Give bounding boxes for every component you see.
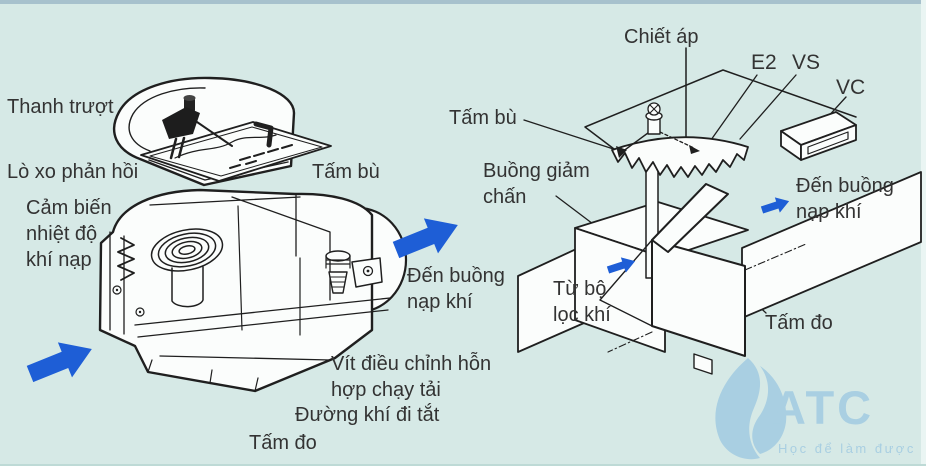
flow-arrow-icon [606, 257, 636, 274]
watermark-flame-icon [715, 358, 787, 460]
label-terminal-vc: VC [836, 76, 866, 99]
label-line: nạp khí [407, 291, 473, 313]
label-compensation-plate-right: Tấm bù [449, 107, 517, 129]
watermark-tagline: Học để làm được [778, 441, 916, 456]
label-damping-chamber: Buồng giảm chấn [483, 158, 590, 210]
label-idle-mixture-screw: Vít điều chỉnh hỗn hợp chạy tải [331, 351, 491, 403]
label-line: chấn [483, 186, 527, 208]
label-line: Vít điều chỉnh hỗn [331, 353, 492, 375]
potentiometer-cover-drawing [113, 76, 332, 187]
right-border-strip [921, 0, 926, 466]
label-line: nhiệt độ [26, 223, 98, 245]
schematic-drawing [517, 47, 922, 375]
top-border-strip [0, 0, 926, 4]
label-terminal-e2: E2 [751, 51, 777, 74]
label-line: lọc khí [553, 304, 611, 326]
label-compensation-plate-left: Tấm bù [312, 161, 380, 183]
label-return-spring: Lò xo phản hồi [7, 161, 139, 183]
label-line: Đến buồng [407, 265, 505, 287]
label-line: Buồng giảm [483, 160, 590, 182]
label-measuring-plate-left: Tấm đo [249, 432, 317, 454]
label-to-intake-chamber-right: Đến buồng nạp khí [796, 173, 894, 225]
watermark-brand-text: ATC [772, 381, 875, 434]
label-slider-track: Thanh trượt [7, 96, 114, 118]
label-measuring-plate-right: Tấm đo [765, 312, 833, 334]
label-line: Đến buồng [796, 175, 894, 197]
label-line: khí nạp [26, 249, 92, 271]
label-line: Cảm biến [26, 197, 112, 219]
label-terminal-vs: VS [792, 51, 821, 74]
flow-arrow-icon [392, 218, 458, 259]
airflow-meter-cutaway-drawing [98, 188, 408, 393]
label-bypass-passage: Đường khí đi tắt [295, 404, 440, 426]
label-line: Từ bộ [553, 278, 607, 300]
label-line: hợp chạy tải [331, 379, 441, 401]
label-to-intake-chamber-left: Đến buồng nạp khí [407, 263, 505, 315]
flow-arrow-icon [760, 197, 790, 214]
bottom-border-strip [0, 464, 926, 466]
flow-arrow-icon [26, 342, 92, 383]
label-from-air-filter: Từ bộ lọc khí [553, 276, 611, 328]
label-potentiometer: Chiết áp [624, 26, 699, 48]
label-line: nạp khí [796, 201, 862, 223]
label-intake-temp-sensor: Cảm biến nhiệt độ khí nạp [26, 195, 112, 273]
